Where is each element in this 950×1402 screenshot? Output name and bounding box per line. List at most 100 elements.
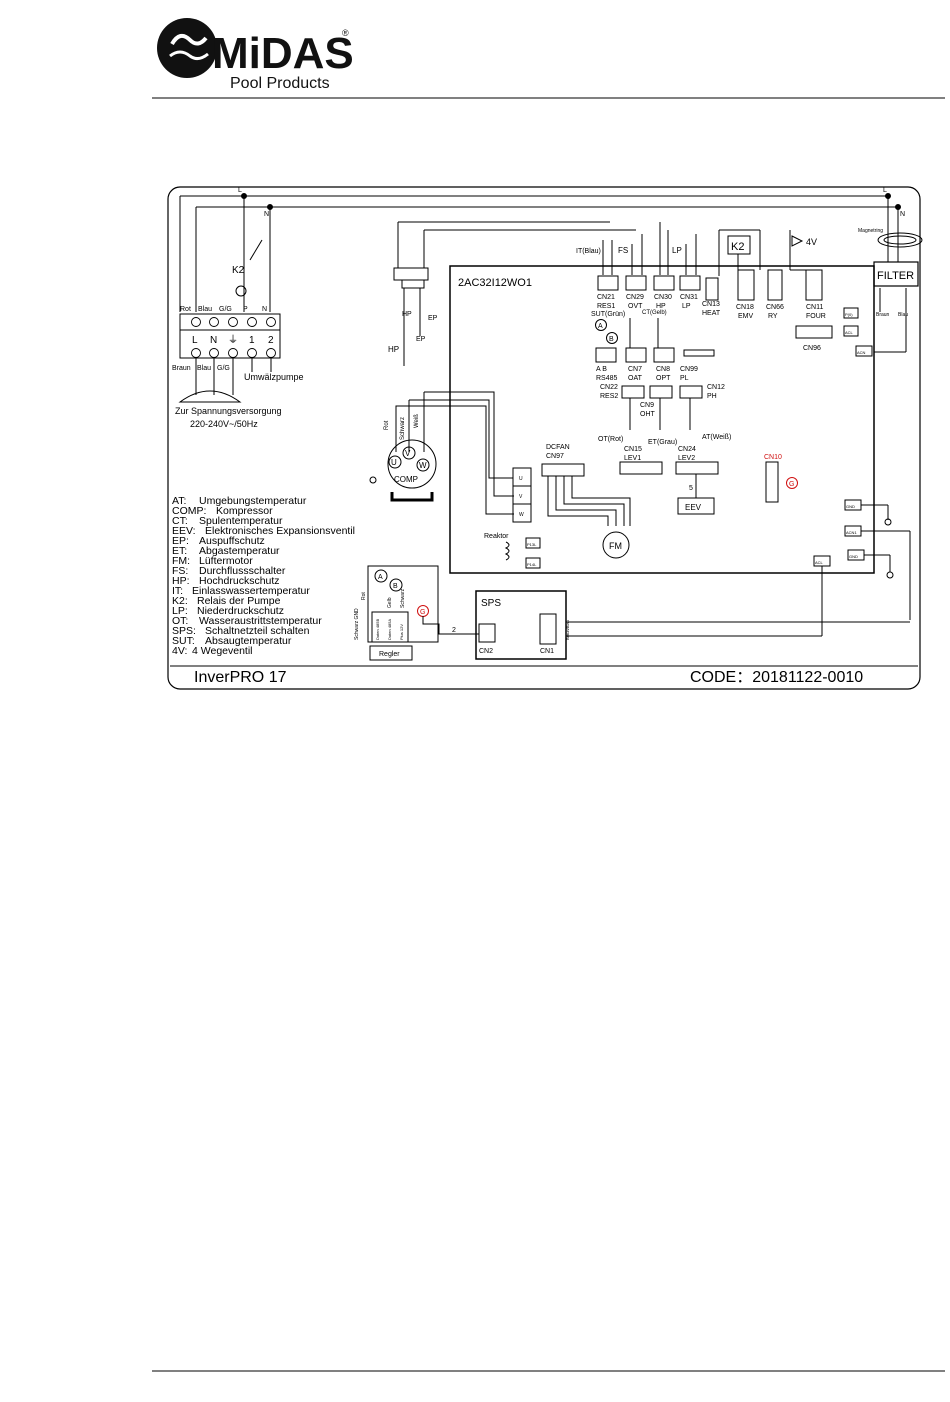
compressor-icon: [387, 439, 437, 489]
cn9-sub: OHT: [640, 411, 656, 418]
pin-acl-bottom: ACL: [815, 560, 824, 565]
regler-pin-3: Plus 12V: [399, 624, 404, 640]
pcb-board: [449, 265, 875, 574]
cn15-sub: LEV1: [624, 455, 641, 462]
cn11-label: CN11: [806, 304, 823, 311]
cn30-sub: HP: [656, 303, 666, 310]
cn7-sub: OAT: [628, 375, 643, 382]
comp-label: COMP: [394, 475, 418, 484]
comp-wire-2: Schwarz: [400, 417, 406, 440]
connector-row-1: [597, 269, 823, 301]
legend-value-1: Umgebungstemperatur: [199, 495, 307, 507]
wire-n-label: N: [264, 211, 269, 218]
terminal-bottom-color-3: G/G: [217, 365, 230, 372]
legend-key-13: OT:: [172, 615, 188, 627]
pcb-board-id: 2AC32I12WO1: [458, 277, 532, 289]
cn15-label: CN15: [624, 446, 642, 453]
legend-value-2: Kompressor: [216, 505, 273, 517]
legend-value-4: Elektronisches Expansionsventil: [205, 525, 355, 537]
uvw-terminal-box: [512, 467, 532, 523]
cn8-label: CN8: [656, 366, 670, 373]
cn10-label: CN10: [764, 454, 782, 461]
legend-value-9: Hochdruckschutz: [199, 575, 280, 587]
hp-side-label: HP: [388, 345, 399, 354]
magnetring-icon: [877, 232, 923, 248]
regler-wire-3: Gelb: [387, 597, 393, 608]
terminal-bottom-color-1: Braun: [172, 365, 191, 372]
supply-line-1: Zur Spannungsversorgung: [175, 406, 282, 416]
legend-key-14: SPS:: [172, 625, 196, 637]
it-sensor-label: IT(Blau): [576, 248, 601, 255]
legend-key-16: 4V:: [172, 645, 187, 657]
lp-sensor-label: LP: [672, 246, 682, 255]
k2-ground-icon: [235, 285, 247, 297]
b-terminal-icon: [606, 332, 618, 344]
legend-key-8: FS:: [172, 565, 188, 577]
comp-term-u: U: [391, 458, 397, 467]
filter-wire-l: L: [883, 187, 887, 194]
comp-ground-icon: [369, 476, 377, 484]
filter-label: FILTER: [877, 270, 914, 282]
cn18-label: CN18: [736, 304, 754, 311]
cn7-label: CN7: [628, 366, 642, 373]
terminal-top-color-2: Blau: [198, 306, 212, 313]
legend-key-7: FM:: [172, 555, 190, 567]
regler-box: [369, 645, 413, 661]
power-wiring: [179, 193, 907, 353]
ground-icon-2: [886, 571, 894, 579]
supply-line-2: 220-240V~/50Hz: [190, 419, 258, 429]
regler-pin-2: Daten 485A: [387, 619, 392, 640]
regler-a-icon: [374, 569, 388, 583]
uvw-u: U: [519, 476, 523, 482]
uvw-v: V: [519, 494, 523, 500]
cn99-label: CN99: [680, 366, 698, 373]
terminal-top-color-1: Rot: [180, 306, 191, 313]
k2-box-label: K2: [731, 241, 744, 253]
supply-wiring: [178, 358, 272, 403]
reactor-pin-2: P14L: [527, 562, 537, 567]
pin-acn-top: ACN: [857, 350, 866, 355]
compressor-base: [390, 492, 434, 502]
pin-p0: P(0): [845, 312, 853, 317]
rs485-label: RS485: [596, 375, 618, 382]
cn96-label: CN96: [803, 345, 821, 352]
legend-key-10: IT:: [172, 585, 183, 597]
ep-label: EP: [428, 315, 438, 322]
pin-acl-top: ACL: [845, 330, 854, 335]
terminal-bottom-color-2: Blau: [197, 365, 211, 372]
regler-b-glyph: B: [393, 583, 398, 590]
filter-wire-n: N: [900, 211, 905, 218]
cn21-label: CN21: [597, 294, 615, 301]
dcfan-connector: [541, 463, 585, 477]
cn9-label: CN9: [640, 402, 654, 409]
legend-value-3: Spulentemperatur: [199, 515, 283, 527]
regler-g-glyph: G: [420, 609, 425, 616]
fan-motor-icon: [602, 531, 630, 559]
diagram-frame: [167, 186, 921, 690]
cn10-connector: [765, 461, 779, 503]
cn97-label: CN97: [546, 453, 564, 460]
filter-wire-1: Braun: [876, 312, 890, 318]
cn66-label: CN66: [766, 304, 784, 311]
wire-l-label: L: [238, 187, 242, 194]
cn99-sub: PL: [680, 375, 689, 382]
cn13-sub: HEAT: [702, 310, 721, 317]
legend-value-13: Wasseraustrittstemperatur: [199, 615, 322, 627]
logo-registered: ®: [342, 28, 349, 38]
terminal-top-color-3: G/G: [219, 306, 232, 313]
k2-relay-label: K2: [232, 265, 245, 276]
terminal-label-1: L: [192, 335, 198, 346]
legend-key-2: COMP:: [172, 505, 206, 517]
four-way-valve-icon: [791, 235, 804, 247]
legend-key-1: AT:: [172, 495, 186, 507]
regler-wire-2: Rot: [361, 592, 367, 600]
rs485-ab: A B: [596, 366, 607, 373]
pin-acn1: ACN1: [846, 530, 857, 535]
regler-label: Regler: [379, 651, 400, 658]
cn21-sub: RES1: [597, 303, 615, 310]
g-glyph: G: [789, 481, 794, 488]
cn8-sub: OPT: [656, 375, 671, 382]
sps-wiring: [566, 566, 910, 637]
filter-wire-2: Blau: [898, 312, 908, 318]
